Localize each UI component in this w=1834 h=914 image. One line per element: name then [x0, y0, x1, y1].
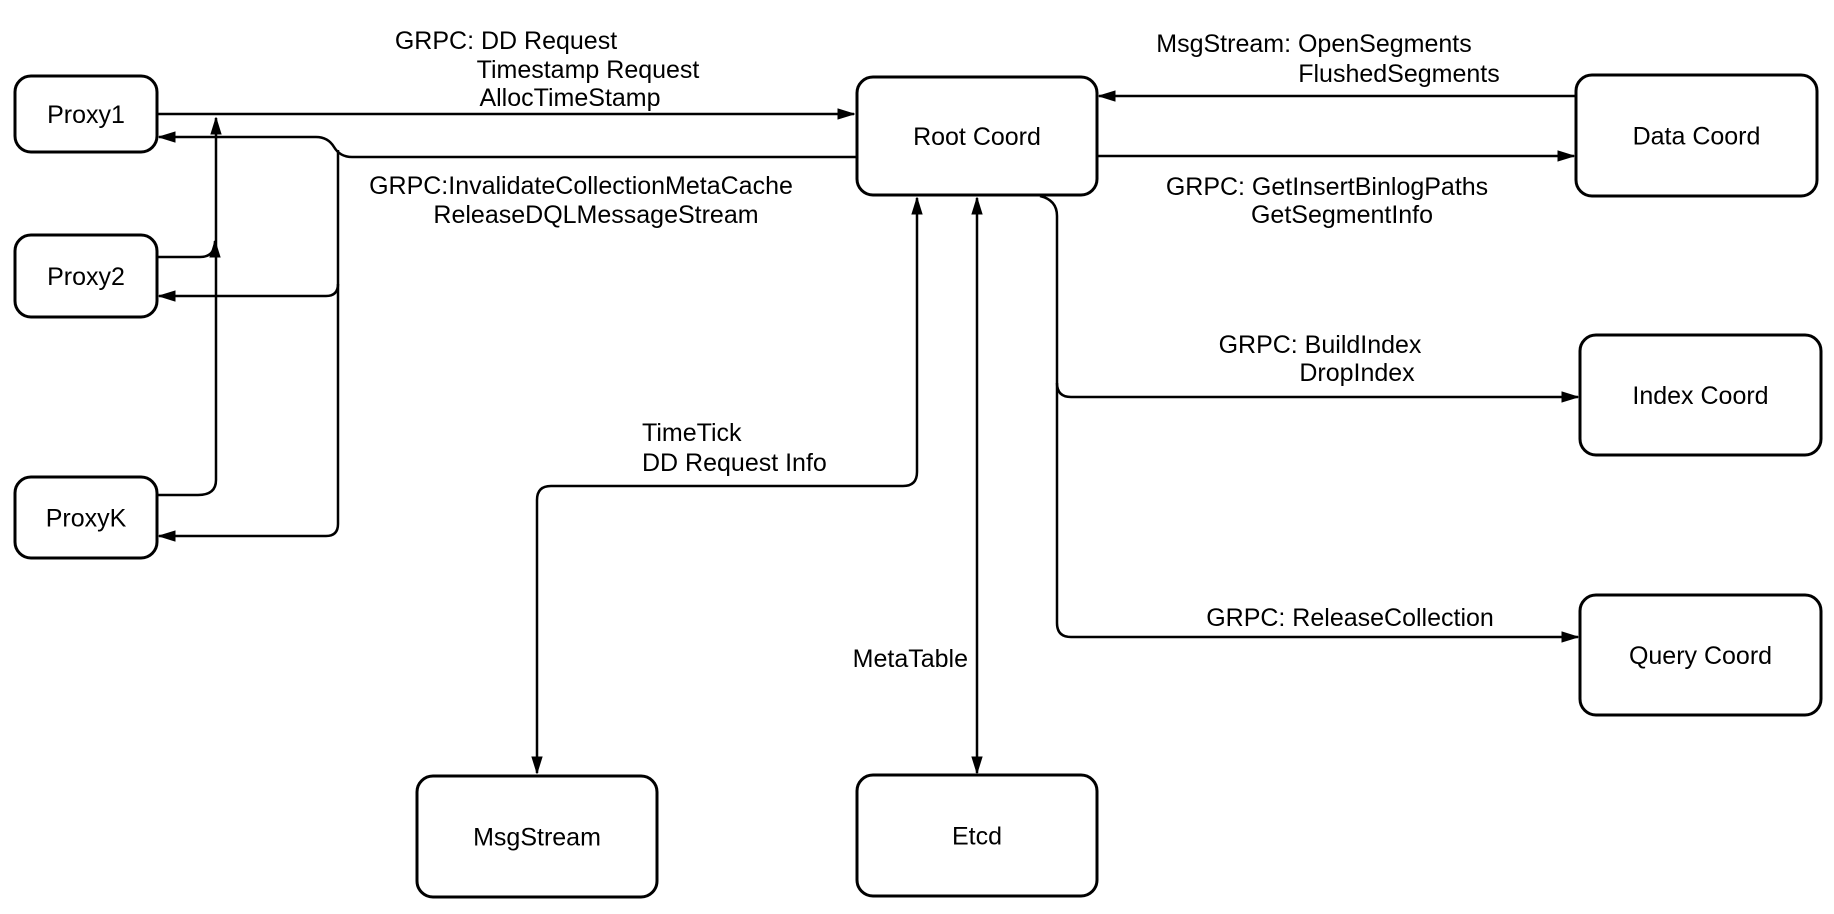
node-proxy1: Proxy1: [13, 74, 159, 154]
edge-label: ReleaseDQLMessageStream: [433, 201, 758, 229]
node-proxyk: ProxyK: [13, 475, 159, 560]
node-etcd-box: [855, 773, 1099, 898]
node-proxy1-box: [13, 74, 159, 154]
edge-label: AllocTimeStamp: [479, 84, 660, 112]
edge-label: DropIndex: [1299, 359, 1415, 387]
node-index-coord: Index Coord: [1578, 333, 1823, 457]
node-proxy1-label: Proxy1: [47, 101, 125, 129]
node-etcd: Etcd: [855, 773, 1099, 898]
edge-label: GRPC:InvalidateCollectionMetaCache: [369, 172, 793, 200]
edge-label: MsgStream: OpenSegments: [1156, 30, 1471, 58]
node-query-coord: Query Coord: [1578, 593, 1823, 717]
node-root-coord-label: Root Coord: [913, 123, 1041, 151]
edge-root-to-proxy1: [159, 137, 857, 159]
node-index-coord-label: Index Coord: [1632, 382, 1768, 410]
node-data-coord: Data Coord: [1574, 73, 1819, 198]
edge-label: GRPC: GetInsertBinlogPaths: [1166, 173, 1488, 201]
edge-label: GRPC: ReleaseCollection: [1206, 604, 1494, 632]
edge-root-msgstream: [537, 198, 917, 773]
node-query-coord-box: [1578, 593, 1823, 717]
node-root-coord-box: [855, 75, 1099, 197]
node-data-coord-box: [1574, 73, 1819, 198]
edge-root-to-proxy2: [159, 150, 340, 296]
node-proxyk-label: ProxyK: [46, 505, 127, 533]
node-proxyk-box: [13, 475, 159, 560]
edge-label: GRPC: DD Request: [395, 27, 617, 55]
edge-label: DD Request Info: [642, 449, 827, 477]
node-proxy2-label: Proxy2: [47, 263, 125, 291]
node-proxy2-box: [13, 233, 159, 319]
edge-label: GetSegmentInfo: [1251, 201, 1433, 229]
edge-root-to-index: [1055, 382, 1578, 397]
node-msgstream-label: MsgStream: [473, 824, 601, 852]
node-query-coord-label: Query Coord: [1629, 642, 1772, 670]
edge-proxyk-merge-trunk: [157, 118, 216, 497]
edge-root-to-query: [1039, 194, 1578, 637]
node-index-coord-box: [1578, 333, 1823, 457]
edge-label: GRPC: BuildIndex: [1219, 331, 1422, 359]
node-root-coord: Root Coord: [855, 75, 1099, 197]
edge-proxy2-merge: [157, 241, 215, 259]
edge-label: TimeTick: [642, 419, 742, 447]
node-msgstream-box: [415, 774, 659, 899]
edge-root-to-proxyk: [159, 284, 340, 536]
node-msgstream: MsgStream: [415, 774, 659, 899]
edge-label: MetaTable: [853, 645, 968, 673]
node-etcd-label: Etcd: [952, 823, 1002, 851]
edge-label: FlushedSegments: [1298, 60, 1500, 88]
node-data-coord-label: Data Coord: [1633, 123, 1761, 151]
node-proxy2: Proxy2: [13, 233, 159, 319]
edge-label: Timestamp Request: [477, 56, 700, 84]
